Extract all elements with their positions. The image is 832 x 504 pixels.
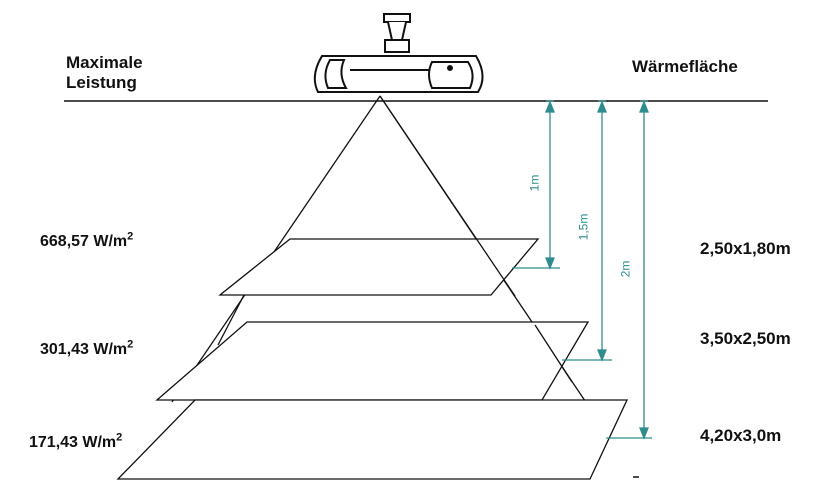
max-power-title-line2: Leistung <box>66 73 137 92</box>
power-value-3: 171,43 W/m <box>29 434 117 451</box>
power-label-3: 171,43 W/m2 <box>29 431 123 453</box>
cone-left-edge <box>171 95 381 403</box>
area-label-2: 3,50x2,50m <box>700 329 791 348</box>
max-power-title: Maximale Leistung <box>66 53 143 93</box>
distance-label-3: 2m <box>618 260 633 278</box>
power-label-1: 668,57 W/m2 <box>40 230 134 252</box>
heat-plane-2 <box>155 321 590 401</box>
power-value-2: 301,43 W/m <box>40 341 128 358</box>
power-label-2: 301,43 W/m2 <box>40 338 134 360</box>
max-power-title-line1: Maximale <box>66 53 143 72</box>
distance-label-1: 1m <box>527 174 542 192</box>
power-value-1: 668,57 W/m <box>40 233 128 250</box>
power-unit-sup-3: 2 <box>116 431 123 444</box>
heater-icon <box>313 13 484 93</box>
cone-right-segment-1 <box>379 95 516 297</box>
power-unit-sup-2: 2 <box>127 338 134 351</box>
heat-plane-1 <box>218 238 540 296</box>
heat-plane-3 <box>116 399 629 480</box>
distance-label-2: 1,5m <box>576 213 591 241</box>
cone-left-segment-2 <box>217 294 245 346</box>
heat-area-title: Wärmefläche <box>632 57 738 76</box>
cone-right-segment-2 <box>534 324 573 383</box>
dimension-lines <box>512 100 652 440</box>
power-unit-sup-1: 2 <box>127 230 134 243</box>
area-label-1: 2,50x1,80m <box>700 239 791 258</box>
area-label-3: 4,20x3,0m <box>700 426 782 445</box>
